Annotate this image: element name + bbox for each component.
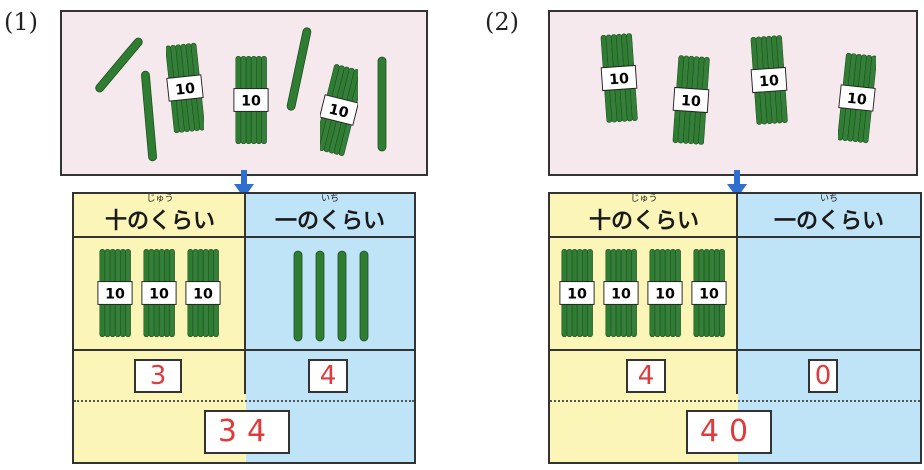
- down-arrow-icon: [234, 170, 254, 198]
- tens-place-header: じゅう十のくらい: [550, 194, 738, 244]
- single-stick: [337, 250, 347, 342]
- bundle-label: 10: [327, 101, 350, 121]
- column-divider: [244, 194, 246, 394]
- tens-place-header: じゅう十のくらい: [74, 194, 246, 244]
- tens-header-text: 十のくらい: [104, 209, 215, 234]
- ten-stick-bundle: 10: [691, 249, 727, 337]
- problem-2-label: (2): [485, 8, 519, 36]
- tens-header-text: 十のくらい: [588, 209, 699, 234]
- problem-1-scene: 10 10 10: [60, 10, 428, 176]
- ten-stick-bundle: 10: [838, 52, 876, 144]
- single-stick: [315, 250, 325, 342]
- ten-stick-bundle: 10: [320, 64, 358, 156]
- bundle-label: 10: [655, 287, 675, 303]
- column-divider: [736, 194, 738, 394]
- counters-divider: [74, 349, 414, 351]
- single-stick: [359, 250, 369, 342]
- ones-place-header: いち一のくらい: [246, 194, 414, 244]
- ten-stick-bundle: 10: [166, 42, 204, 134]
- down-arrow-icon: [727, 170, 747, 198]
- bundle-label: 10: [846, 91, 867, 109]
- ones-header-text: 一のくらい: [274, 209, 385, 234]
- tens-ruby: じゅう: [146, 194, 174, 204]
- single-stick: [286, 27, 312, 111]
- single-stick: [95, 37, 143, 93]
- header-divider: [74, 236, 414, 238]
- ten-stick-bundle: 10: [647, 249, 683, 337]
- bundle-label: 10: [174, 81, 195, 99]
- counters-divider: [550, 349, 920, 351]
- single-stick: [293, 250, 303, 342]
- ones-place-header: いち一のくらい: [738, 194, 920, 244]
- bundle-label: 10: [149, 287, 169, 303]
- total-number-box: 34: [204, 410, 290, 454]
- ones-header-text: 一のくらい: [773, 209, 884, 234]
- bundle-label: 10: [611, 287, 631, 303]
- tens-bundles: 10 10 10 10: [550, 238, 738, 348]
- bundle-label: 10: [759, 73, 780, 90]
- bundle-label: 10: [241, 94, 261, 110]
- dotted-divider: [74, 400, 414, 402]
- ten-stick-bundle: 10: [672, 55, 710, 145]
- ones-sticks: [246, 238, 416, 348]
- bundle-label: 10: [567, 287, 587, 303]
- bundle-label: 10: [105, 287, 125, 303]
- tens-ruby: じゅう: [630, 194, 658, 204]
- ones-ruby: いち: [320, 194, 339, 204]
- bundle-label: 10: [193, 287, 213, 303]
- bundle-label: 10: [699, 287, 719, 303]
- single-stick: [141, 70, 157, 162]
- total-number-box: 40: [686, 410, 772, 454]
- ten-stick-bundle: 10: [750, 35, 788, 125]
- ten-stick-bundle: 10: [600, 33, 638, 123]
- tens-digit-box: 3: [134, 359, 182, 393]
- tens-bundles: 10 10 10: [74, 238, 246, 348]
- ten-stick-bundle: 10: [185, 249, 221, 337]
- ten-stick-bundle: 10: [559, 249, 595, 337]
- dotted-divider: [550, 400, 920, 402]
- ten-stick-bundle: 10: [233, 56, 269, 144]
- ones-sticks: [738, 238, 922, 348]
- problem-2-scene: 10 10 10 10: [548, 10, 918, 176]
- problem-1-place-value-chart: じゅう十のくらい いち一のくらい 10 10 10 3 4 34: [72, 192, 416, 464]
- ten-stick-bundle: 10: [97, 249, 133, 337]
- bundle-label: 10: [680, 93, 701, 110]
- single-stick: [377, 56, 387, 152]
- problem-2-place-value-chart: じゅう十のくらい いち一のくらい 10 10 10 10 4 0 40: [548, 192, 922, 464]
- tens-digit-box: 4: [626, 359, 666, 393]
- ten-stick-bundle: 10: [141, 249, 177, 337]
- problem-1-label: (1): [4, 8, 38, 36]
- bundle-label: 10: [609, 71, 630, 88]
- ones-digit-box: 0: [808, 359, 838, 393]
- ones-ruby: いち: [819, 194, 838, 204]
- ten-stick-bundle: 10: [603, 249, 639, 337]
- header-divider: [550, 236, 920, 238]
- ones-digit-box: 4: [308, 359, 348, 393]
